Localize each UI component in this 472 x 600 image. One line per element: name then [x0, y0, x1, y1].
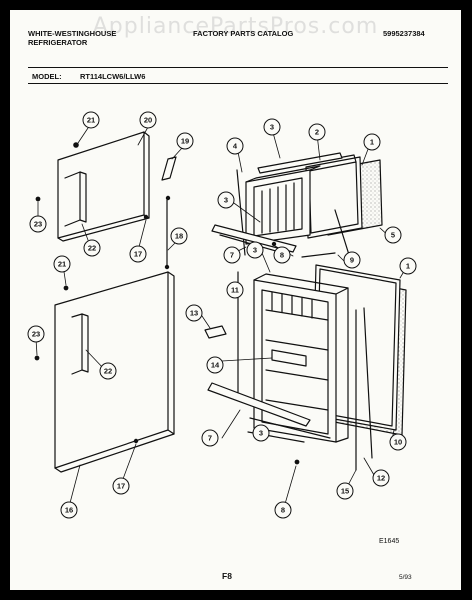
callout-label: 8: [280, 251, 284, 260]
callout-label: 3: [224, 196, 228, 205]
callout-label: 3: [270, 123, 274, 132]
callout-label: 7: [230, 251, 234, 260]
callout-label: 7: [208, 434, 212, 443]
callout-label: 23: [32, 330, 40, 339]
callout-label: 14: [211, 361, 220, 370]
callout-label: 9: [350, 256, 354, 265]
model-value: RT114LCW6/LLW6: [80, 72, 146, 81]
callout-circles: [27, 111, 417, 519]
callout-label: 1: [370, 138, 374, 147]
page-number: F8: [222, 571, 232, 581]
freezer-door: [57, 131, 150, 242]
callout-label: 5: [391, 231, 395, 240]
parts-diagram-page: AppliancePartsPros.com WHITE-WESTINGHOUS…: [10, 10, 461, 590]
brand-line-2: REFRIGERATOR: [28, 38, 88, 47]
callout-label: 15: [341, 487, 349, 496]
callout-label: 11: [231, 286, 239, 295]
catalog-title: FACTORY PARTS CATALOG: [193, 29, 294, 38]
callout-label: 2: [315, 128, 319, 137]
callout-label: 18: [175, 232, 183, 241]
callout-label: 17: [117, 482, 125, 491]
brand-line-1: WHITE-WESTINGHOUSE: [28, 29, 117, 38]
callout-label: 22: [88, 244, 96, 253]
callout-label: 23: [34, 220, 42, 229]
callout-label: 1: [406, 262, 410, 271]
callout-label: 21: [58, 260, 66, 269]
screws-lower: [34, 285, 139, 444]
callout-label: 22: [104, 367, 112, 376]
callout-label: 17: [134, 250, 142, 259]
freezer-liner-assembly: [211, 152, 383, 259]
callout-label: 3: [259, 429, 263, 438]
callout-label: 20: [144, 116, 152, 125]
screws-upper: [35, 142, 171, 270]
figure-code: E1645: [379, 538, 400, 545]
callout-label: 19: [181, 137, 189, 146]
fresh-food-liner-assembly: [204, 241, 407, 471]
header-rule-bottom: [28, 83, 448, 85]
callout-label: 21: [87, 116, 95, 125]
callout-label: 13: [190, 309, 198, 318]
model-label: MODEL:: [32, 72, 62, 81]
door-stop-bracket: [161, 156, 177, 181]
catalog-number: 5995237384: [383, 29, 425, 38]
callout-label: 12: [377, 474, 385, 483]
callout-label: 3: [253, 246, 257, 255]
header-rule-top: [28, 67, 448, 69]
callout-label: 4: [233, 142, 238, 151]
callout-label: 8: [281, 506, 285, 515]
callout-label: 16: [65, 506, 73, 515]
exploded-view-drawing: 2120192322171821232217163214357893111131…: [27, 111, 417, 519]
revision-date: 5/93: [399, 574, 412, 581]
callout-label: 10: [394, 438, 402, 447]
